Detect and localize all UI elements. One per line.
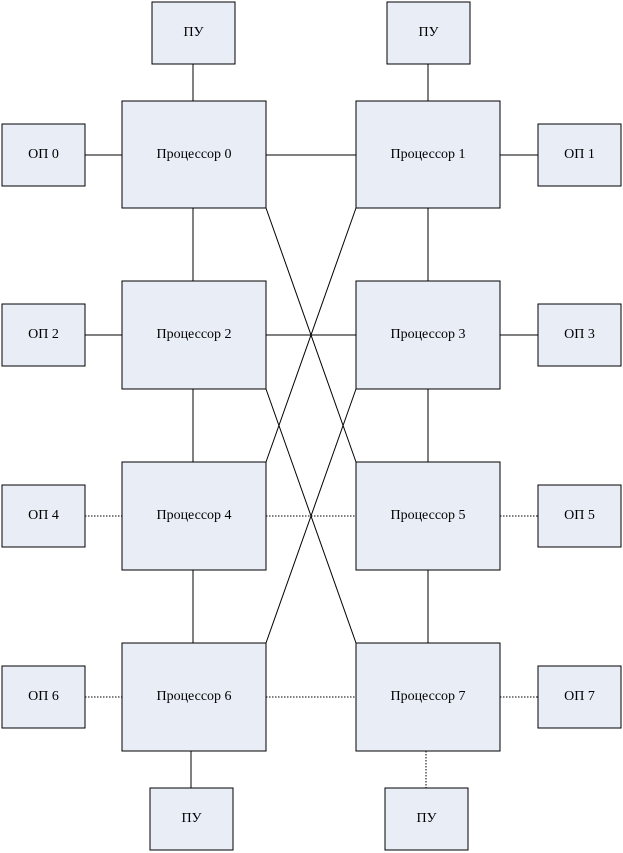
memory-label: ОП 4	[28, 508, 59, 523]
processor-2: Процессор 2	[121, 280, 267, 390]
memory-label: ОП 0	[28, 147, 59, 162]
control-unit-label: ПУ	[418, 25, 438, 40]
processor-6: Процессор 6	[121, 642, 267, 752]
connection-lines	[85, 64, 538, 788]
processor-label: Процессор 6	[156, 689, 231, 704]
processor-4: Процессор 4	[121, 461, 267, 571]
processor-3: Процессор 3	[355, 280, 501, 390]
processor-7: Процессор 7	[355, 642, 501, 752]
processor-label: Процессор 7	[390, 689, 465, 704]
processor-label: Процессор 5	[390, 508, 465, 523]
memory-label: ОП 2	[28, 327, 59, 342]
control-unit-bottom-left: ПУ	[149, 787, 234, 851]
memory-label: ОП 5	[564, 508, 595, 523]
control-unit-top-right: ПУ	[386, 1, 471, 65]
processor-label: Процессор 0	[156, 147, 231, 162]
edge-proc3-proc6	[265, 388, 357, 644]
processor-label: Процессор 1	[390, 147, 465, 162]
memory-4: ОП 4	[1, 484, 86, 548]
memory-6: ОП 6	[1, 665, 86, 729]
control-unit-bottom-right: ПУ	[384, 787, 469, 851]
memory-3: ОП 3	[537, 303, 622, 367]
memory-label: ОП 1	[564, 147, 595, 162]
control-unit-top-left: ПУ	[151, 1, 236, 65]
processor-5: Процессор 5	[355, 461, 501, 571]
processor-0: Процессор 0	[121, 100, 267, 209]
edge-proc1-proc4	[265, 207, 357, 463]
processor-label: Процессор 4	[156, 508, 231, 523]
memory-0: ОП 0	[1, 123, 86, 187]
control-unit-label: ПУ	[181, 811, 201, 826]
control-unit-label: ПУ	[416, 811, 436, 826]
processor-label: Процессор 3	[390, 327, 465, 342]
processor-1: Процессор 1	[355, 100, 501, 209]
memory-7: ОП 7	[537, 665, 622, 729]
processor-label: Процессор 2	[156, 327, 231, 342]
memory-1: ОП 1	[537, 123, 622, 187]
memory-5: ОП 5	[537, 484, 622, 548]
memory-label: ОП 6	[28, 689, 59, 704]
memory-label: ОП 3	[564, 327, 595, 342]
memory-label: ОП 7	[564, 689, 595, 704]
memory-2: ОП 2	[1, 303, 86, 367]
control-unit-label: ПУ	[183, 25, 203, 40]
